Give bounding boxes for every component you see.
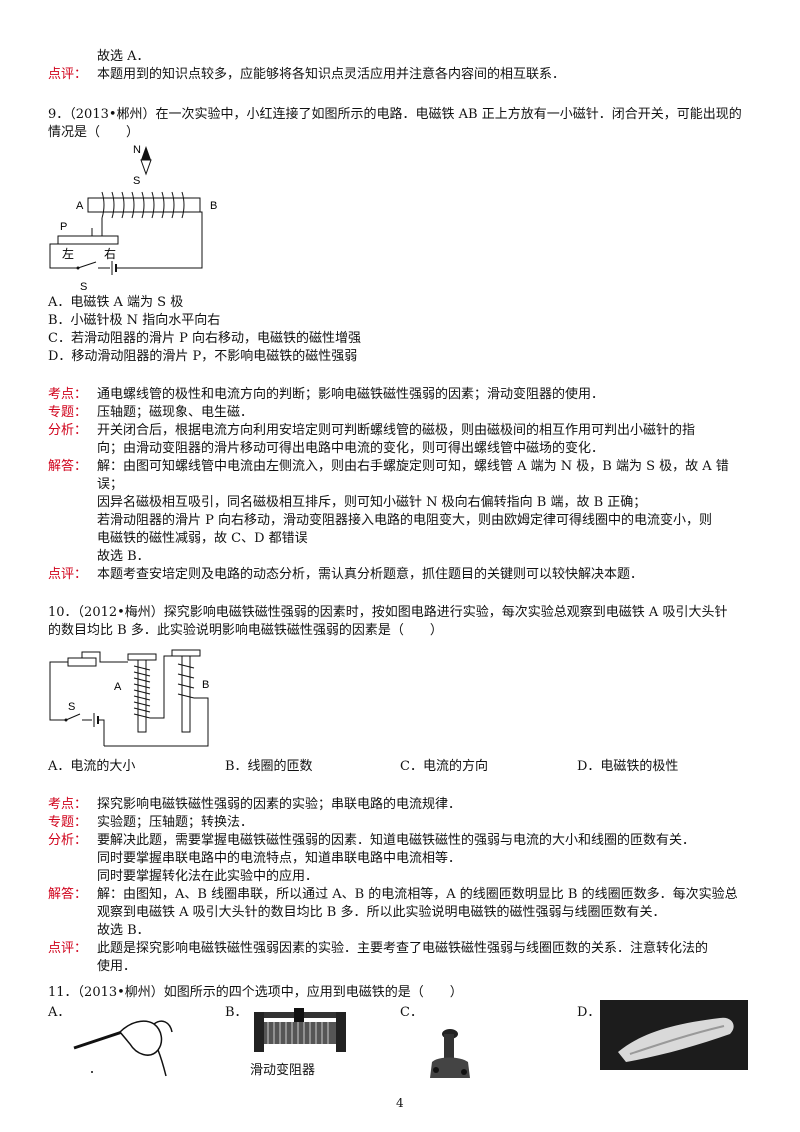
q9-kaodian: 通电螺线管的极性和电流方向的判断；影响电磁铁磁性强弱的因素；滑动变阻器的使用． (97, 387, 605, 402)
needle-north (141, 146, 151, 160)
q9-fig-switch-label: S (80, 281, 87, 293)
coil (101, 191, 185, 219)
q10-kaodian-label: 考点： (48, 797, 88, 812)
q11-label-c: C． (400, 1005, 423, 1020)
q9-dianping: 本题考查安培定则及电路的动态分析，需认真分析题意，抓住题目的关键则可以较快解决本… (97, 567, 644, 582)
q10-zhuanti: 实验题；压轴题；转换法． (97, 815, 254, 830)
q11-image-d-photo (600, 1000, 748, 1070)
q9-jieda-5: 电磁铁的磁性减弱，故 C、D 都错误 (97, 531, 308, 546)
q9-zhuanti: 压轴题；磁现象、电生磁． (97, 405, 254, 420)
q11-image-c-device (430, 1029, 470, 1078)
q9-stem-2: 情况是（ ） (48, 125, 140, 140)
nail-b (181, 655, 191, 733)
q10-jieda-3: 故选 B． (97, 923, 150, 938)
q9-fenxi-2: 向；由滑动变阻器的滑片移动可得出电路中电流的变化，则可得出螺线管中磁场的变化． (97, 441, 605, 456)
rheostat (57, 235, 119, 245)
q9-jieda-4: 若滑动阻器的滑片 P 向右移动，滑动变阻器接入电路的电阻变大，则由欧姆定律可得线… (97, 513, 713, 528)
q11-caption-b: 滑动变阻器 (250, 1063, 316, 1078)
q10-option-b: B．线圈的匝数 (225, 759, 313, 774)
rheostat (67, 657, 97, 667)
q9-circuit-figure: N S A B P 左 右 S (49, 144, 217, 293)
nail-head-a (127, 653, 157, 661)
q9-fenxi-label: 分析： (48, 423, 88, 438)
q9-fig-p: P (60, 221, 67, 233)
q10-option-d: D．电磁铁的极性 (577, 759, 679, 774)
q10-jieda-2: 观察到电磁铁 A 吸引大头针的数目均比 B 多．所以此实验说明电磁铁的磁性强弱与… (97, 905, 666, 920)
q9-fig-s: S (133, 175, 140, 187)
q9-option-a: A．电磁铁 A 端为 S 极 (48, 295, 184, 310)
q11-stem: 11．（2013•柳州）如图所示的四个选项中，应用到电磁铁的是（ ） (48, 985, 463, 1000)
nail-head-b (171, 649, 201, 657)
page-number: 4 (396, 1096, 404, 1110)
q10-zhuanti-label: 专题： (48, 815, 88, 830)
q9-kaodian-label: 考点： (48, 387, 88, 402)
q10-fig-s: S (68, 701, 75, 713)
switch (65, 713, 81, 721)
top-conclusion: 故选 A． (97, 49, 150, 64)
q9-fig-left: 左 (62, 246, 74, 261)
q9-jieda-2: 误； (97, 477, 124, 492)
q9-zhuanti-label: 专题： (48, 405, 88, 420)
q9-fig-b: B (210, 200, 217, 212)
q9-fig-n: N (133, 144, 141, 156)
q9-option-d: D．移动滑动阻器的滑片 P，不影响电磁铁的磁性强弱 (48, 349, 358, 364)
q10-kaodian: 探究影响电磁铁磁性强弱的因素的实验；串联电路的电流规律． (97, 797, 462, 812)
q10-dianping-2: 使用． (97, 959, 137, 974)
q11-label-a: A． (48, 1005, 71, 1020)
q11-image-a-test-pen (73, 1020, 173, 1077)
coil-b (177, 663, 195, 699)
q10-stem-1: 10．（2012•梅州）探究影响电磁铁磁性强弱的因素时，按如图电路进行实验，每次… (48, 605, 728, 620)
q9-dianping-label: 点评： (48, 567, 88, 582)
q9-fenxi-1: 开关闭合后，根据电流方向利用安培定则可判断螺线管的磁极，则由磁极间的相互作用可判… (97, 423, 696, 438)
comment-label: 点评： (48, 67, 88, 82)
q9-jieda-1: 解：由图可知螺线管中电流由左侧流入，则由右手螺旋定则可知，螺线管 A 端为 N … (97, 459, 729, 474)
q11-label-d: D． (577, 1005, 601, 1020)
q10-fig-a: A (114, 681, 122, 693)
q9-stem-1: 9．（2013•郴州）在一次实验中，小红连接了如图所示的电路．电磁铁 AB 正上… (48, 107, 742, 122)
q10-circuit-figure: A B S (49, 649, 209, 747)
q9-jieda-6: 故选 B． (97, 549, 150, 564)
q10-fenxi-2: 同时要掌握串联电路中的电流特点，知道串联电路中电流相等． (97, 851, 462, 866)
switch (77, 261, 97, 269)
q10-dianping-label: 点评： (48, 941, 88, 956)
q10-stem-2: 的数目均比 B 多．此实验说明影响电磁铁磁性强弱的因素是（ ） (48, 623, 443, 638)
q9-option-b: B．小磁针极 N 指向水平向右 (48, 313, 221, 328)
q9-fig-a: A (76, 200, 84, 212)
q10-jieda-label: 解答： (48, 887, 88, 902)
q10-jieda-1: 解：由图知，A、B 线圈串联，所以通过 A、B 的电流相等，A 的线圈匝数明显比… (97, 887, 738, 902)
q10-dianping-1: 此题是探究影响电磁铁磁性强弱因素的实验．主要考查了电磁铁磁性强弱与线圈匝数的关系… (97, 941, 709, 956)
q11-label-b: B． (225, 1005, 248, 1020)
q10-fenxi-label: 分析： (48, 833, 88, 848)
q10-option-a: A．电流的大小 (48, 759, 136, 774)
comment-text: 本题用到的知识点较多，应能够将各知识点灵活应用并注意各内容间的相互联系． (97, 67, 566, 82)
q9-fig-right: 右 (104, 246, 116, 261)
q9-jieda-3: 因异名磁极相互吸引，同名磁极相互排斥，则可知小磁针 N 极向右偏转指向 B 端，… (97, 495, 647, 510)
q11-image-b-rheostat (254, 1008, 346, 1052)
needle-south (140, 159, 152, 176)
q10-fenxi-1: 要解决此题，需要掌握电磁铁磁性强弱的因素．知道电磁铁磁性的强弱与电流的大小和线圈… (97, 833, 696, 848)
q10-fenxi-3: 同时要掌握转化法在此实验中的应用． (97, 869, 319, 884)
q10-option-c: C．电流的方向 (400, 759, 488, 774)
q9-jieda-label: 解答： (48, 459, 88, 474)
q9-option-c: C．若滑动阻器的滑片 P 向右移动，电磁铁的磁性增强 (48, 331, 361, 346)
nail-a (137, 659, 147, 733)
coil-a (133, 665, 151, 719)
q10-fig-b: B (202, 679, 209, 691)
